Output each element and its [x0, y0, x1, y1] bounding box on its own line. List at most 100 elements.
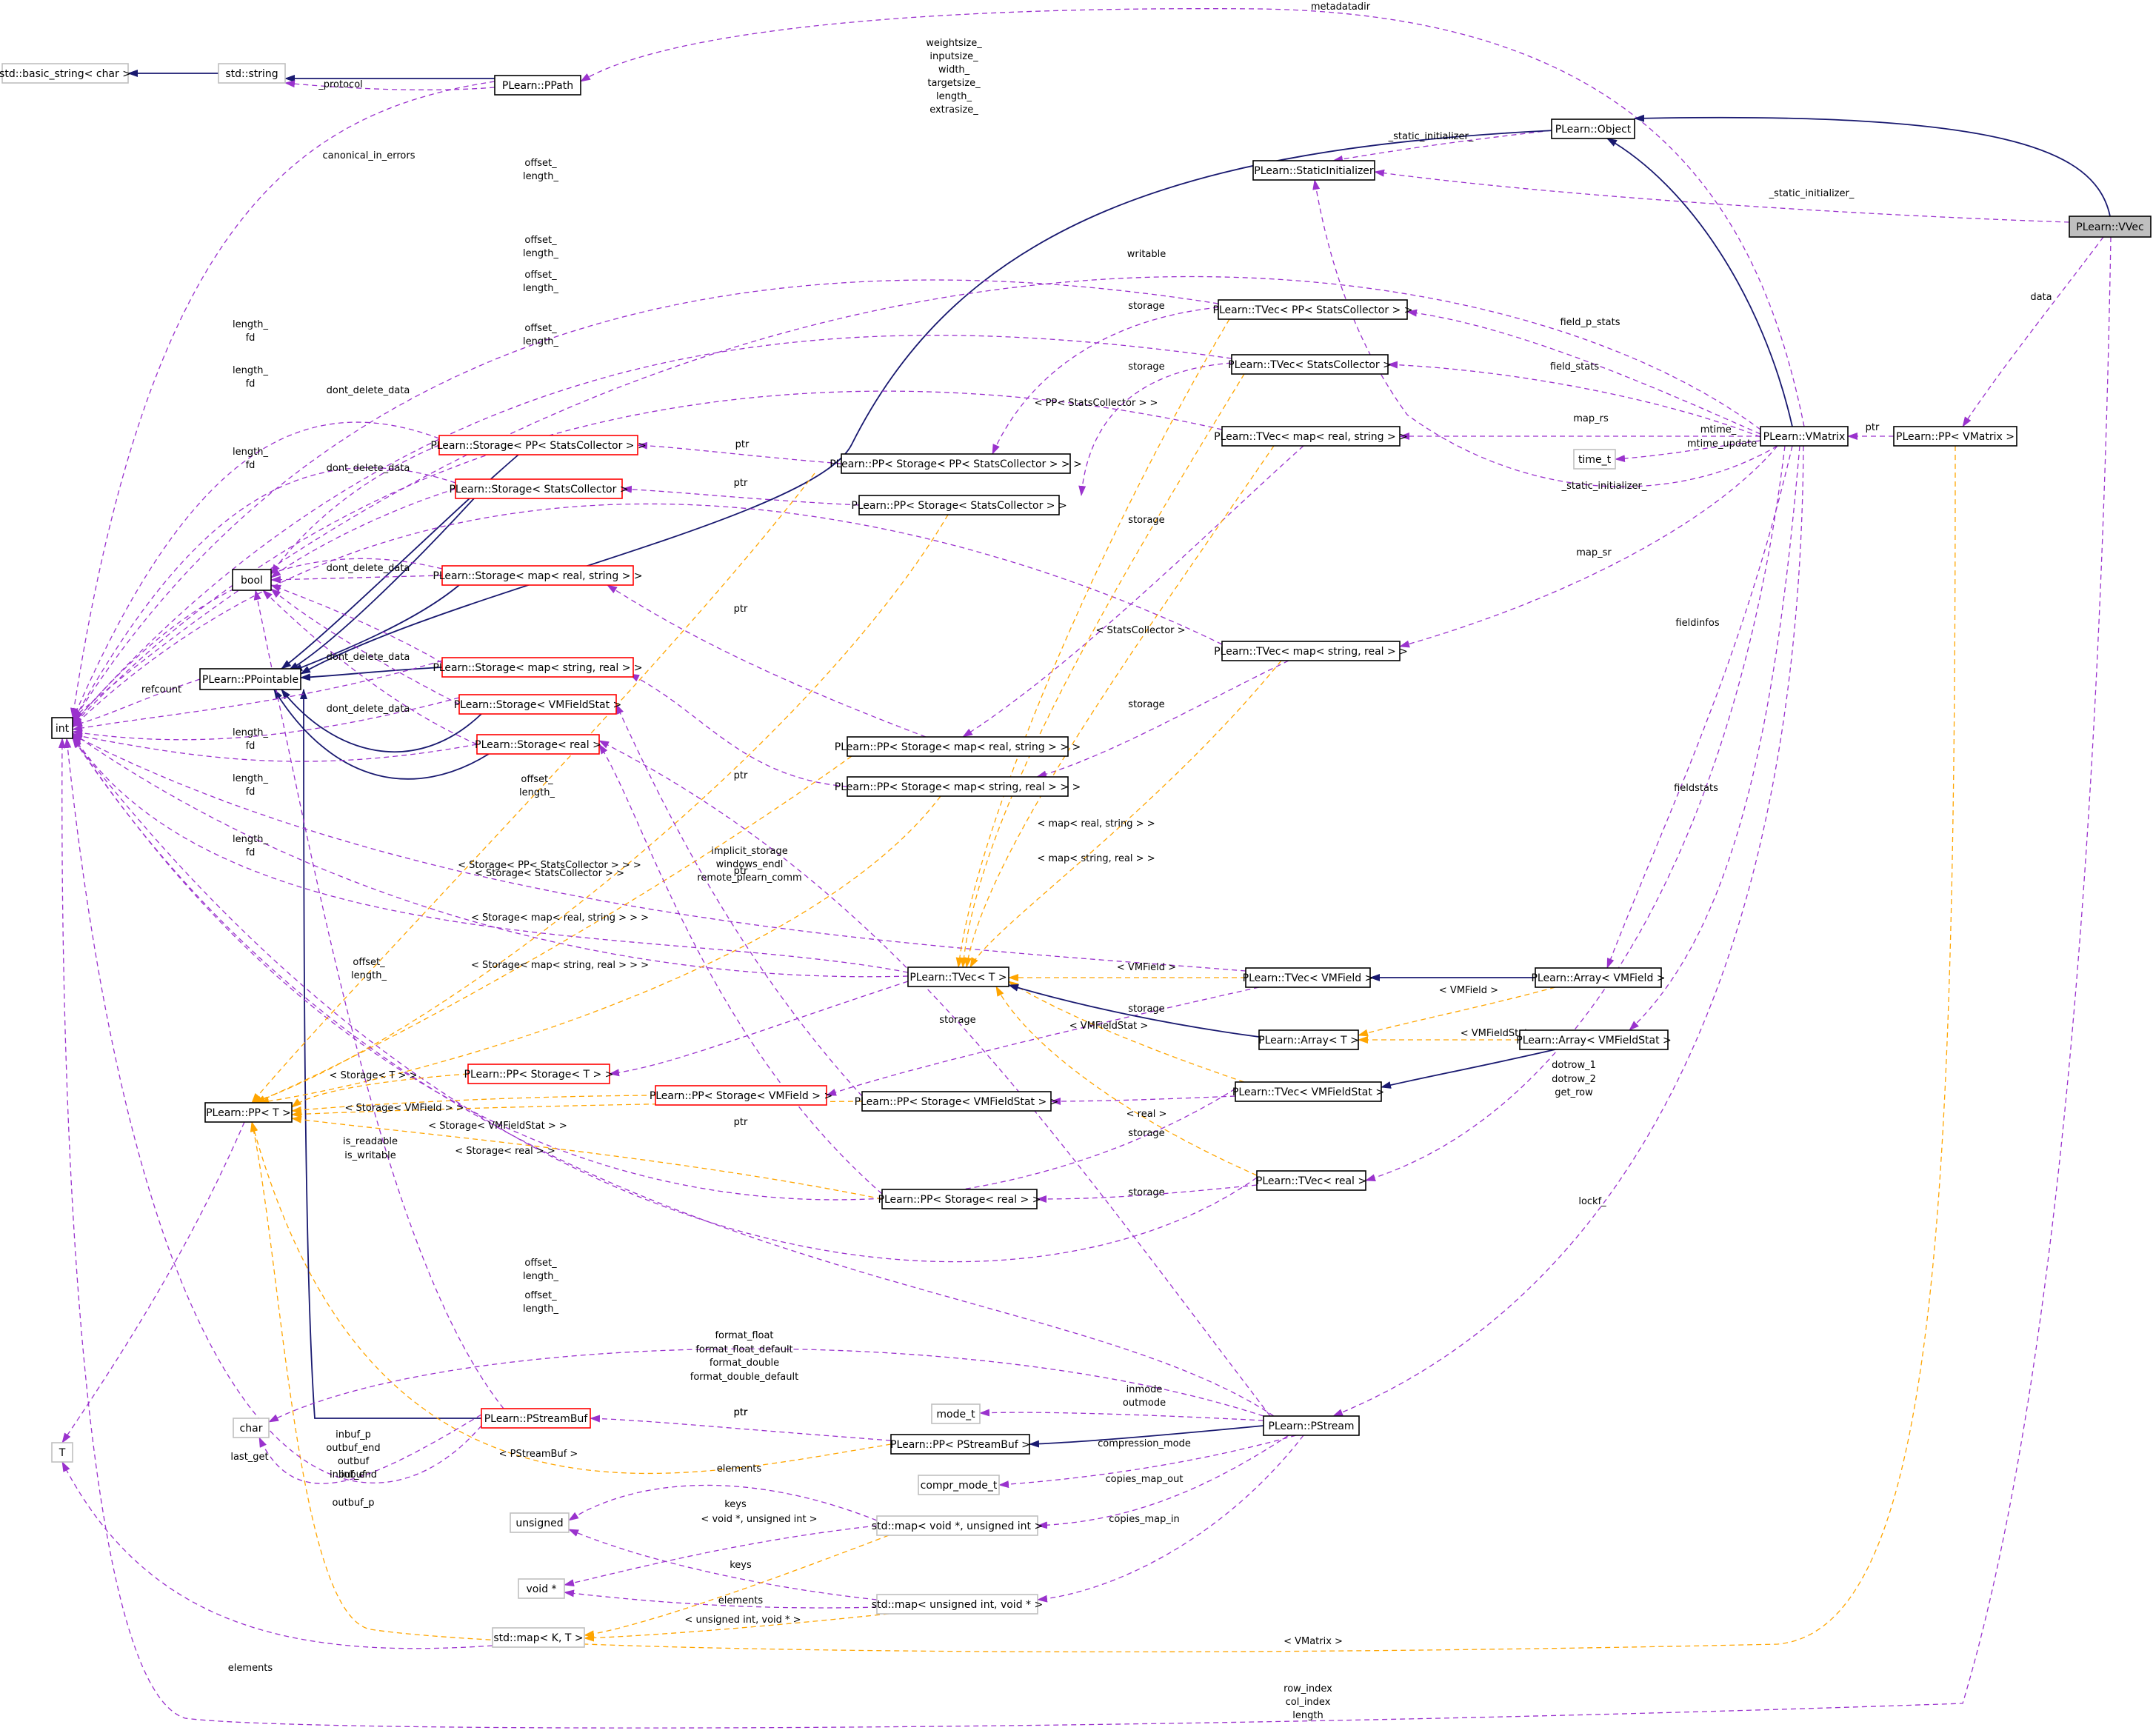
edge-label: < Storage< real > >: [455, 1146, 555, 1157]
node-tvec-map-sr[interactable]: PLearn::TVec< map< string, real > >: [1214, 641, 1408, 661]
edge-label: < unsigned int, void * >: [684, 1615, 801, 1626]
node-tvec-sc[interactable]: PLearn::TVec< StatsCollector >: [1228, 354, 1392, 375]
node-pstream[interactable]: PLearn::PStream: [1263, 1415, 1360, 1436]
node-std-string[interactable]: std::string: [218, 63, 286, 84]
node-ppath[interactable]: PLearn::PPath: [494, 75, 581, 96]
node-pp-vmatrix[interactable]: PLearn::PP< VMatrix >: [1893, 426, 2017, 447]
node-label: PLearn::TVec< PP< StatsCollector > >: [1213, 304, 1413, 316]
node-tvec-pp-sc[interactable]: PLearn::TVec< PP< StatsCollector > >: [1213, 299, 1413, 320]
edge-map_uint_void-to-void_ptr: [564, 1589, 878, 1609]
edge-pp_pstreambuf-to-pp_t: [250, 1121, 892, 1475]
node-vvec[interactable]: PLearn::VVec: [2069, 216, 2152, 238]
node-storage-sc[interactable]: PLearn::Storage< StatsCollector >: [449, 478, 629, 499]
node-label: PLearn::TVec< map< real, string > >: [1214, 431, 1408, 443]
node-storage-map-sr[interactable]: PLearn::Storage< map< string, real > >: [433, 657, 643, 678]
node-pp-storage-map-sr[interactable]: PLearn::PP< Storage< map< string, real >…: [835, 776, 1081, 797]
node-pp-storage-vmfield[interactable]: PLearn::PP< Storage< VMField > >: [650, 1085, 832, 1106]
edge-label: length_: [936, 91, 972, 102]
node-storage-real[interactable]: PLearn::Storage< real >: [475, 734, 601, 755]
node-pp-storage-t[interactable]: PLearn::PP< Storage< T > >: [464, 1064, 614, 1084]
edge-pp_storage_sc-to-pp_t: [251, 514, 949, 1104]
edge-pp_storage_map_rs-to-pp_t: [255, 755, 852, 1104]
node-label: PLearn::PP< Storage< VMFieldStat > >: [855, 1096, 1059, 1108]
node-array-t[interactable]: PLearn::Array< T >: [1258, 1029, 1359, 1050]
node-pp-storage-map-rs[interactable]: PLearn::PP< Storage< map< real, string >…: [835, 736, 1081, 757]
edge-vvec-to-object: [1634, 114, 2111, 217]
edge-label: outbuf_end: [326, 1443, 380, 1454]
node-pp-storage-real[interactable]: PLearn::PP< Storage< real > >: [878, 1189, 1041, 1209]
edge-label: outmode: [1123, 1398, 1166, 1409]
node-label: PLearn::TVec< VMField >: [1243, 972, 1374, 984]
node-label: PLearn::Array< VMField >: [1531, 972, 1665, 984]
edge-storage_real-to-ppointable: [273, 689, 490, 780]
node-pp-pstreambuf[interactable]: PLearn::PP< PStreamBuf >: [890, 1434, 1030, 1455]
edge-pstream-to-map_uint_void: [1037, 1435, 1304, 1603]
edge-vmatrix-to-array_vmfs: [1629, 445, 1800, 1031]
node-storage-vmfs[interactable]: PLearn::Storage< VMFieldStat >: [454, 694, 622, 715]
edge-label: dont_delete_data: [327, 463, 410, 474]
edge-pstream-to-storage_real: [598, 740, 1271, 1417]
node-label: PLearn::Array< VMFieldStat >: [1516, 1035, 1672, 1046]
node-static-init[interactable]: PLearn::StaticInitializer: [1252, 160, 1375, 181]
edge-label: keys: [724, 1499, 747, 1510]
edge-label: format_float: [715, 1330, 773, 1341]
edge-label: < Storage< PP< StatsCollector > > >: [458, 860, 641, 871]
edge-label: offset_: [524, 158, 557, 169]
node-tvec-vmfs[interactable]: PLearn::TVec< VMFieldStat >: [1232, 1081, 1384, 1102]
node-storage-pp-sc[interactable]: PLearn::Storage< PP< StatsCollector > >: [430, 435, 647, 455]
node-pp-storage-vmfs[interactable]: PLearn::PP< Storage< VMFieldStat > >: [855, 1091, 1059, 1112]
node-label: PLearn::PP< Storage< map< real, string >…: [835, 741, 1081, 753]
node-label: PLearn::PPath: [502, 80, 573, 92]
node-std-basic-string[interactable]: std::basic_string< char >: [0, 63, 131, 84]
node-pp-storage-sc[interactable]: PLearn::PP< Storage< StatsCollector > >: [851, 495, 1067, 515]
node-pp-t[interactable]: PLearn::PP< T >: [204, 1102, 293, 1123]
edge-pstreambuf-to-bool: [253, 590, 504, 1409]
node-label: PLearn::TVec< map< string, real > >: [1214, 646, 1408, 658]
edge-tvec_vmfield-to-pp_storage_vmfield: [826, 986, 1260, 1096]
node-char[interactable]: char: [233, 1418, 270, 1438]
edge-label: data: [2030, 292, 2052, 303]
node-T[interactable]: T: [51, 1442, 73, 1463]
edge-label: ptr: [734, 1407, 748, 1418]
edge-label: refcount: [141, 684, 181, 695]
node-time-t[interactable]: time_t: [1573, 449, 1616, 470]
node-pp-storage-pp-sc[interactable]: PLearn::PP< Storage< PP< StatsCollector …: [830, 453, 1082, 474]
node-array-vmfield[interactable]: PLearn::Array< VMField >: [1531, 967, 1666, 988]
edge-pstream-to-int: [72, 737, 1275, 1417]
node-storage-map-rs[interactable]: PLearn::Storage< map< real, string > >: [433, 565, 643, 586]
edge-label: format_float_default: [695, 1344, 792, 1355]
node-label: bool: [241, 575, 263, 587]
node-void-ptr[interactable]: void *: [518, 1578, 565, 1599]
node-compr-mode-t[interactable]: compr_mode_t: [918, 1475, 1000, 1495]
node-object[interactable]: PLearn::Object: [1551, 118, 1635, 139]
edge-tvec_vmfield-to-int: [72, 734, 1246, 972]
edge-label: canonical_in_errors: [323, 150, 415, 161]
node-pstreambuf[interactable]: PLearn::PStreamBuf: [481, 1408, 591, 1429]
node-map-k-t[interactable]: std::map< K, T >: [492, 1627, 585, 1648]
node-tvec-t[interactable]: PLearn::TVec< T >: [907, 967, 1009, 987]
node-bool[interactable]: bool: [232, 569, 272, 591]
node-tvec-map-rs[interactable]: PLearn::TVec< map< real, string > >: [1214, 426, 1408, 447]
node-unsigned[interactable]: unsigned: [510, 1512, 570, 1533]
node-label: compr_mode_t: [921, 1480, 998, 1492]
edge-label: windows_endl: [716, 859, 784, 870]
node-map-void-uint[interactable]: std::map< void *, unsigned int >: [872, 1515, 1043, 1536]
node-array-vmfs[interactable]: PLearn::Array< VMFieldStat >: [1516, 1029, 1672, 1050]
edge-tvec_map_rs-to-pp_storage_map_rs: [962, 445, 1304, 738]
edge-label: dont_delete_data: [327, 652, 410, 663]
node-vmatrix[interactable]: PLearn::VMatrix: [1760, 426, 1849, 447]
edge-label: length_: [233, 727, 268, 738]
edge-pp_vmatrix-to-pp_t: [250, 445, 1956, 1653]
node-tvec-real[interactable]: PLearn::TVec< real >: [1256, 1170, 1366, 1191]
node-map-uint-void[interactable]: std::map< unsigned int, void * >: [872, 1594, 1043, 1615]
edge-tvec_vmfs-to-tvec_t: [1008, 981, 1245, 1083]
edge-pp_storage_vmfs-to-storage_vmfs: [615, 704, 863, 1097]
edge-pstreambuf-to-char: [258, 1414, 482, 1484]
node-ppointable[interactable]: PLearn::PPointable: [199, 668, 301, 690]
node-label: PLearn::Storage< map< string, real > >: [433, 662, 642, 674]
node-mode-t[interactable]: mode_t: [931, 1403, 981, 1424]
node-tvec-vmfield[interactable]: PLearn::TVec< VMField >: [1243, 967, 1374, 988]
edge-label: elements: [717, 1463, 762, 1475]
edge-ppointable-to-int: [72, 678, 201, 727]
node-int[interactable]: int: [51, 717, 73, 739]
